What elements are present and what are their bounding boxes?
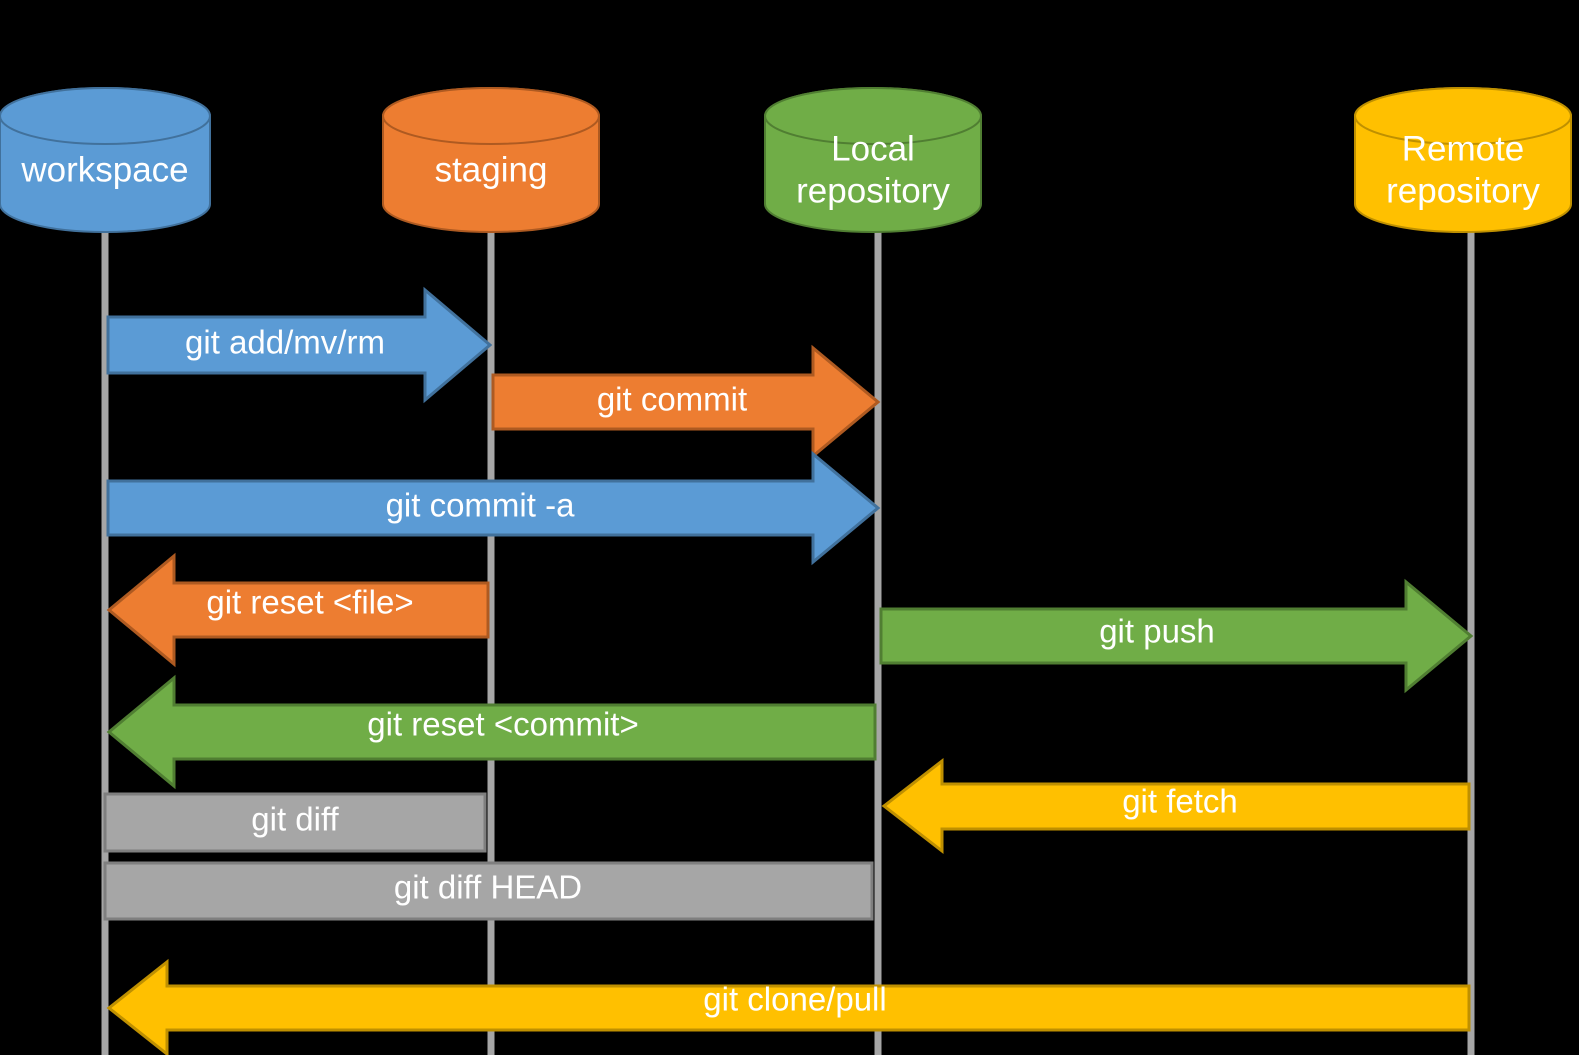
arrows-group: git add/mv/rm git commit git commit -a git … [106, 286, 1474, 1055]
arrow-label-git-reset-commit: git reset <commit> [367, 706, 638, 743]
arrow-shape-git-commit-a [106, 450, 881, 566]
bar-git-diff[interactable]: git diff [103, 792, 487, 853]
arrow-label-git-push: git push [1099, 613, 1215, 650]
bar-label-git-diff-head: git diff HEAD [394, 869, 582, 906]
cylinder-top-workspace [0, 87, 211, 145]
bar-shape-git-diff [103, 792, 487, 853]
arrow-git-push[interactable]: git push [879, 578, 1474, 694]
bar-shape-git-diff-head [103, 861, 874, 921]
cylinder-top-local-repository [764, 87, 982, 145]
arrow-shape-git-commit [491, 344, 881, 460]
arrow-label-git-fetch: git fetch [1122, 783, 1238, 820]
arrow-label-git-add-mv-rm: git add/mv/rm [185, 324, 385, 361]
node-label-local-repository-line-1: Local [831, 129, 915, 168]
arrow-git-clone-pull[interactable]: git clone/pull [106, 958, 1471, 1055]
arrow-git-commit-a[interactable]: git commit -a [106, 450, 881, 566]
arrow-git-add-mv-rm[interactable]: git add/mv/rm [106, 286, 493, 404]
node-staging[interactable]: staging [382, 87, 600, 233]
arrow-shape-git-push [879, 578, 1474, 694]
arrow-label-git-commit: git commit [597, 381, 747, 418]
node-workspace[interactable]: workspace [0, 87, 211, 233]
node-label-staging: staging [435, 150, 548, 189]
arrow-label-git-commit-a: git commit -a [386, 487, 576, 524]
node-label-workspace: workspace [20, 150, 188, 189]
lifelines-group [101, 232, 1475, 1055]
arrow-shape-git-reset-file [106, 552, 490, 668]
arrow-git-reset-file[interactable]: git reset <file> [106, 552, 490, 668]
arrow-git-fetch[interactable]: git fetch [881, 757, 1471, 855]
arrow-label-git-clone-pull: git clone/pull [703, 981, 886, 1018]
lifeline-local-repository [874, 232, 882, 1055]
bar-label-git-diff: git diff [251, 801, 339, 838]
node-label-local-repository-line-2: repository [796, 171, 950, 210]
cylinder-top-remote-repository [1354, 87, 1572, 145]
lifeline-staging [487, 232, 495, 1055]
arrow-shape-git-add-mv-rm [106, 286, 493, 404]
arrow-shape-git-reset-commit [106, 674, 877, 790]
arrow-shape-git-fetch [881, 757, 1471, 855]
arrow-shape-git-clone-pull [106, 958, 1471, 1055]
comparison-bars-group: git diff git diff HEAD [103, 792, 874, 921]
lifeline-remote-repository [1467, 232, 1475, 1055]
arrow-git-commit[interactable]: git commit [491, 344, 881, 460]
lifeline-workspace [101, 232, 109, 1055]
bar-git-diff-head[interactable]: git diff HEAD [103, 861, 874, 921]
node-label-remote-repository-line-1: Remote [1402, 129, 1525, 168]
arrow-label-git-reset-file: git reset <file> [206, 584, 413, 621]
cylinder-top-staging [382, 87, 600, 145]
node-label-remote-repository-line-2: repository [1386, 171, 1540, 210]
arrow-git-reset-commit[interactable]: git reset <commit> [106, 674, 877, 790]
